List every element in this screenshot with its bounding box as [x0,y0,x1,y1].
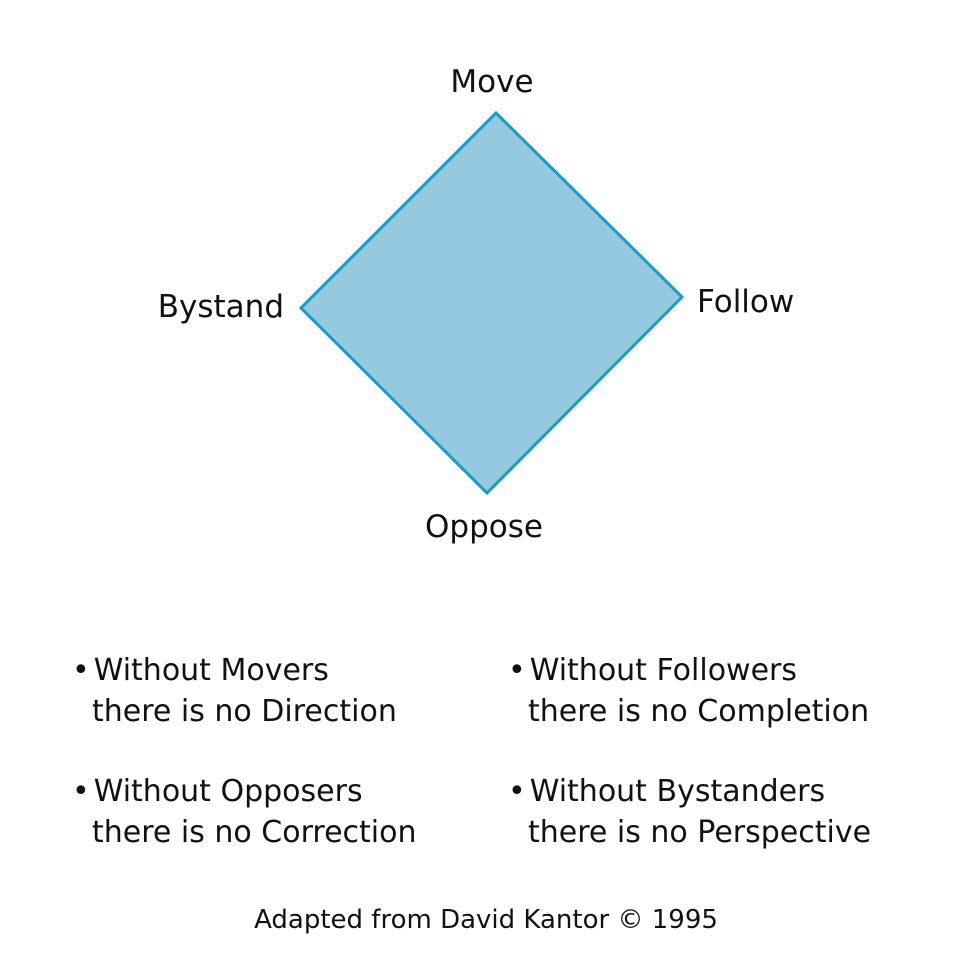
node-label-follow: Follow [697,284,794,320]
node-label-move: Move [450,64,533,100]
bullet-bystanders-line1: Without Bystanders [529,774,826,809]
bullet-movers-line1: Without Movers [93,653,329,688]
bullet-bystanders-line2: there is no Perspective [528,815,872,850]
bullet-opposers-line1: Without Opposers [93,774,363,809]
bullet-movers-line2: there is no Direction [92,694,397,729]
four-player-diamond-diagram: Move Follow Oppose Bystand [158,64,795,545]
bullet-followers-line2: there is no Completion [528,694,870,729]
node-label-bystand: Bystand [158,289,284,325]
bullet-marker: • [72,653,90,688]
bullet-marker: • [72,774,90,809]
bullet-opposers: •Without Opposers there is no Correction [72,771,417,853]
bullet-opposers-line2: there is no Correction [92,815,417,850]
bullet-followers: •Without Followers there is no Completio… [508,650,869,732]
bullet-marker: • [508,653,526,688]
bullet-followers-line1: Without Followers [529,653,798,688]
diamond-shape [298,110,685,496]
bullet-bystanders: •Without Bystanders there is no Perspect… [508,771,871,853]
attribution-credit: Adapted from David Kantor © 1995 [254,905,718,935]
bullet-movers: •Without Movers there is no Direction [72,650,397,732]
bullet-marker: • [508,774,526,809]
node-label-oppose: Oppose [425,509,543,545]
